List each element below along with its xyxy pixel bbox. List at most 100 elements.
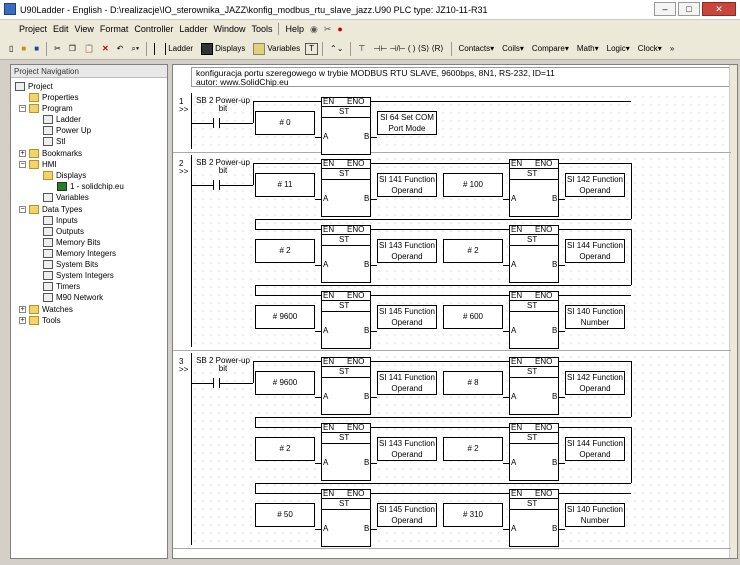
tree-system-integers[interactable]: System Integers xyxy=(43,271,114,280)
tree-program[interactable]: Program xyxy=(29,104,73,113)
ladder-editor[interactable]: konfiguracja portu szeregowego w trybie … xyxy=(172,64,738,559)
input-operand[interactable]: # 11 xyxy=(255,173,315,197)
tree-project[interactable]: Project xyxy=(15,82,53,91)
compare-dropdown[interactable]: Compare▾ xyxy=(531,44,569,53)
tree-tools[interactable]: Tools xyxy=(29,316,61,325)
input-operand[interactable]: # 2 xyxy=(255,437,315,461)
tree-expander[interactable]: − xyxy=(19,105,26,112)
tree-system-bits[interactable]: System Bits xyxy=(43,260,98,269)
tree-display-1[interactable]: 1 - solidchip.eu xyxy=(57,182,124,191)
tree-expander[interactable]: − xyxy=(19,161,26,168)
rung-3[interactable] xyxy=(173,351,731,549)
minimize-button[interactable]: – xyxy=(654,2,676,16)
menu-controller[interactable]: Controller xyxy=(134,24,174,34)
close-button[interactable]: ✕ xyxy=(702,2,736,16)
math-dropdown[interactable]: Math▾ xyxy=(576,44,599,53)
contact-left-bar[interactable] xyxy=(213,180,214,190)
tree-m90-network[interactable]: M90 Network xyxy=(43,293,103,302)
about-icon[interactable]: ◉ xyxy=(310,23,318,34)
input-operand[interactable]: # 600 xyxy=(443,305,503,329)
maximize-button[interactable]: □ xyxy=(678,2,700,16)
chevrons-icon[interactable]: ⌃⌄ xyxy=(330,44,344,53)
output-operand[interactable]: SI 141 Function Operand xyxy=(377,371,437,395)
input-operand[interactable]: # 0 xyxy=(255,111,315,135)
tree-timers[interactable]: Timers xyxy=(43,282,80,291)
cut-icon[interactable]: ✂ xyxy=(54,44,61,53)
menu-edit[interactable]: Edit xyxy=(53,24,69,34)
contact-left-bar[interactable] xyxy=(213,118,214,128)
output-operand[interactable]: SI 142 Function Operand xyxy=(565,173,625,197)
logic-dropdown[interactable]: Logic▾ xyxy=(606,44,630,53)
input-operand[interactable]: # 100 xyxy=(443,173,503,197)
tree-outputs[interactable]: Outputs xyxy=(43,227,84,236)
contact-icons[interactable]: ⊣⊢ ⊣/⊢ ( ) ⟨S⟩ ⟨R⟩ xyxy=(373,44,444,53)
tree-expander[interactable]: + xyxy=(19,150,26,157)
open-folder-icon[interactable]: ■ xyxy=(21,44,27,53)
vertical-scrollbar[interactable] xyxy=(729,65,737,558)
tree-expander[interactable]: + xyxy=(19,306,26,313)
output-operand[interactable]: SI 142 Function Operand xyxy=(565,371,625,395)
menu-format[interactable]: Format xyxy=(99,24,129,34)
menu-help[interactable]: Help xyxy=(285,24,304,34)
find-icon[interactable]: ⌕▾ xyxy=(131,43,140,53)
output-operand[interactable]: SI 140 Function Number xyxy=(565,305,625,329)
displays-button[interactable]: Displays xyxy=(198,41,248,57)
input-operand[interactable]: # 9600 xyxy=(255,305,315,329)
output-operand[interactable]: SI 145 Function Operand xyxy=(377,503,437,527)
output-operand[interactable]: SI 141 Function Operand xyxy=(377,173,437,197)
menu-project[interactable]: Project xyxy=(19,24,48,34)
output-operand[interactable]: SI 64 Set COM Port Mode xyxy=(377,111,437,135)
tree-displays[interactable]: Displays xyxy=(43,171,86,180)
contact-left-bar[interactable] xyxy=(213,378,214,388)
tree-ladder[interactable]: Ladder xyxy=(43,115,81,124)
text-tool-icon[interactable]: T xyxy=(305,42,318,55)
unitronics-icon[interactable]: ● xyxy=(337,24,343,34)
coils-dropdown[interactable]: Coils▾ xyxy=(502,44,524,53)
output-operand[interactable]: SI 143 Function Operand xyxy=(377,437,437,461)
menu-view[interactable]: View xyxy=(74,24,94,34)
clock-dropdown[interactable]: Clock▾ xyxy=(637,44,662,53)
rung-icon[interactable]: ⊤ xyxy=(358,44,366,53)
input-operand[interactable]: # 9600 xyxy=(255,371,315,395)
input-operand[interactable]: # 50 xyxy=(255,503,315,527)
undo-icon[interactable]: ↶ xyxy=(116,44,124,53)
tree-variables[interactable]: Variables xyxy=(43,193,89,202)
contacts-dropdown[interactable]: Contacts▾ xyxy=(458,44,495,53)
ladder-button[interactable]: Ladder xyxy=(151,41,196,57)
tree-inputs[interactable]: Inputs xyxy=(43,216,78,225)
menu-ladder[interactable]: Ladder xyxy=(179,24,208,34)
tree-memory-bits[interactable]: Memory Bits xyxy=(43,238,100,247)
net-comment[interactable]: konfiguracja portu szeregowego w trybie … xyxy=(191,67,731,87)
more-arrow-icon[interactable]: » xyxy=(669,44,675,53)
tools-icon[interactable]: ✂ xyxy=(323,23,332,34)
tree-data-types[interactable]: Data Types xyxy=(29,205,82,214)
tree-expander[interactable]: + xyxy=(19,317,26,324)
output-operand[interactable]: SI 140 Function Number xyxy=(565,503,625,527)
output-operand[interactable]: SI 143 Function Operand xyxy=(377,239,437,263)
input-operand[interactable]: # 2 xyxy=(443,437,503,461)
variables-button[interactable]: Variables xyxy=(250,41,303,57)
new-file-icon[interactable]: ▯ xyxy=(9,44,14,53)
input-operand[interactable]: # 2 xyxy=(255,239,315,263)
tree-bookmarks[interactable]: Bookmarks xyxy=(29,149,82,158)
paste-icon[interactable]: 📋 xyxy=(83,44,94,53)
tree-power-up[interactable]: Power Up xyxy=(43,126,91,135)
tree-memory-integers[interactable]: Memory Integers xyxy=(43,249,116,258)
tree-properties[interactable]: Properties xyxy=(29,93,78,102)
input-operand[interactable]: # 310 xyxy=(443,503,503,527)
output-operand[interactable]: SI 144 Function Operand xyxy=(565,437,625,461)
rung-1[interactable] xyxy=(173,91,731,153)
menu-window[interactable]: Window xyxy=(213,24,246,34)
rung-2[interactable] xyxy=(173,153,731,351)
tree-stl[interactable]: Stl xyxy=(43,137,65,146)
output-operand[interactable]: SI 145 Function Operand xyxy=(377,305,437,329)
save-icon[interactable]: ■ xyxy=(34,44,40,53)
output-operand[interactable]: SI 144 Function Operand xyxy=(565,239,625,263)
tree-hmi[interactable]: HMI xyxy=(29,160,57,169)
copy-icon[interactable]: ❐ xyxy=(68,44,76,53)
input-operand[interactable]: # 2 xyxy=(443,239,503,263)
delete-icon[interactable]: ✕ xyxy=(101,44,109,53)
menu-tools[interactable]: Tools xyxy=(251,24,273,34)
input-operand[interactable]: # 8 xyxy=(443,371,503,395)
tree-watches[interactable]: Watches xyxy=(29,305,73,314)
